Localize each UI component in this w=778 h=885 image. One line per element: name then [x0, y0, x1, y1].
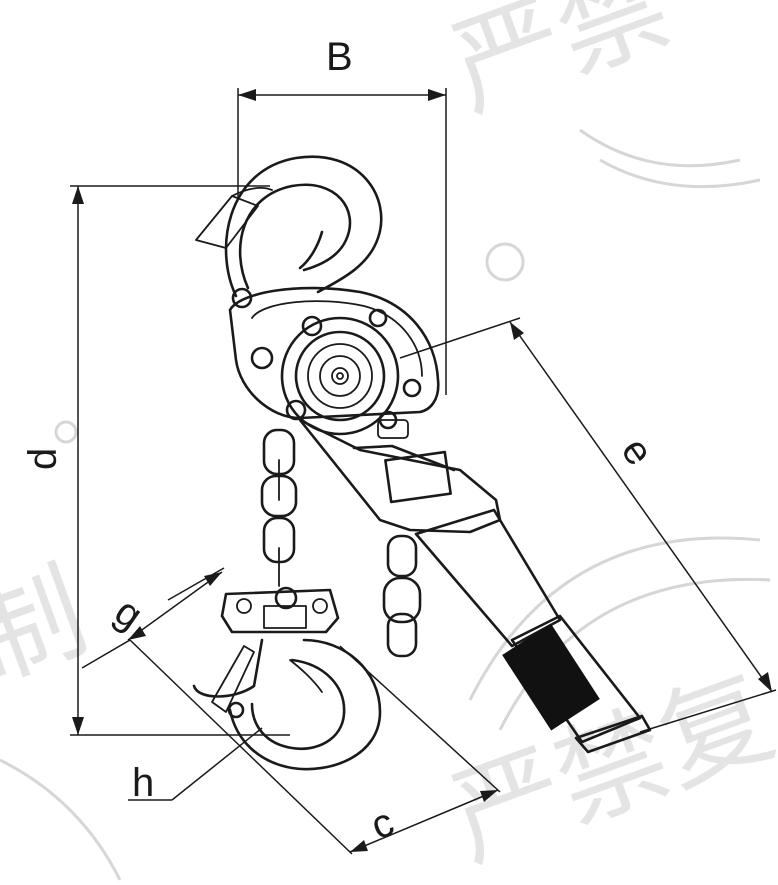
label-c: c	[365, 800, 400, 848]
dimension-e: e	[399, 317, 777, 733]
dimension-d: d	[21, 185, 290, 736]
hoist-body	[228, 286, 440, 430]
label-d: d	[21, 448, 65, 470]
bottom-hook-block	[220, 586, 340, 634]
watermark-text-bottom: 严禁复	[435, 651, 778, 884]
watermark-text-left: 制	[0, 547, 102, 705]
dimension-g: g	[81, 567, 225, 669]
label-b: B	[326, 35, 353, 79]
top-hook	[195, 155, 383, 309]
label-h: h	[132, 761, 154, 805]
watermark-text-top: 严禁	[435, 0, 686, 134]
dimension-h: h	[128, 727, 263, 805]
lever-handle	[298, 418, 652, 754]
load-chain	[260, 428, 298, 587]
label-e: e	[613, 430, 662, 473]
label-g: g	[107, 589, 150, 638]
slack-chain	[382, 534, 422, 658]
load-wheel	[280, 316, 400, 436]
dimension-b: B	[237, 35, 447, 395]
bottom-hook	[192, 638, 382, 771]
